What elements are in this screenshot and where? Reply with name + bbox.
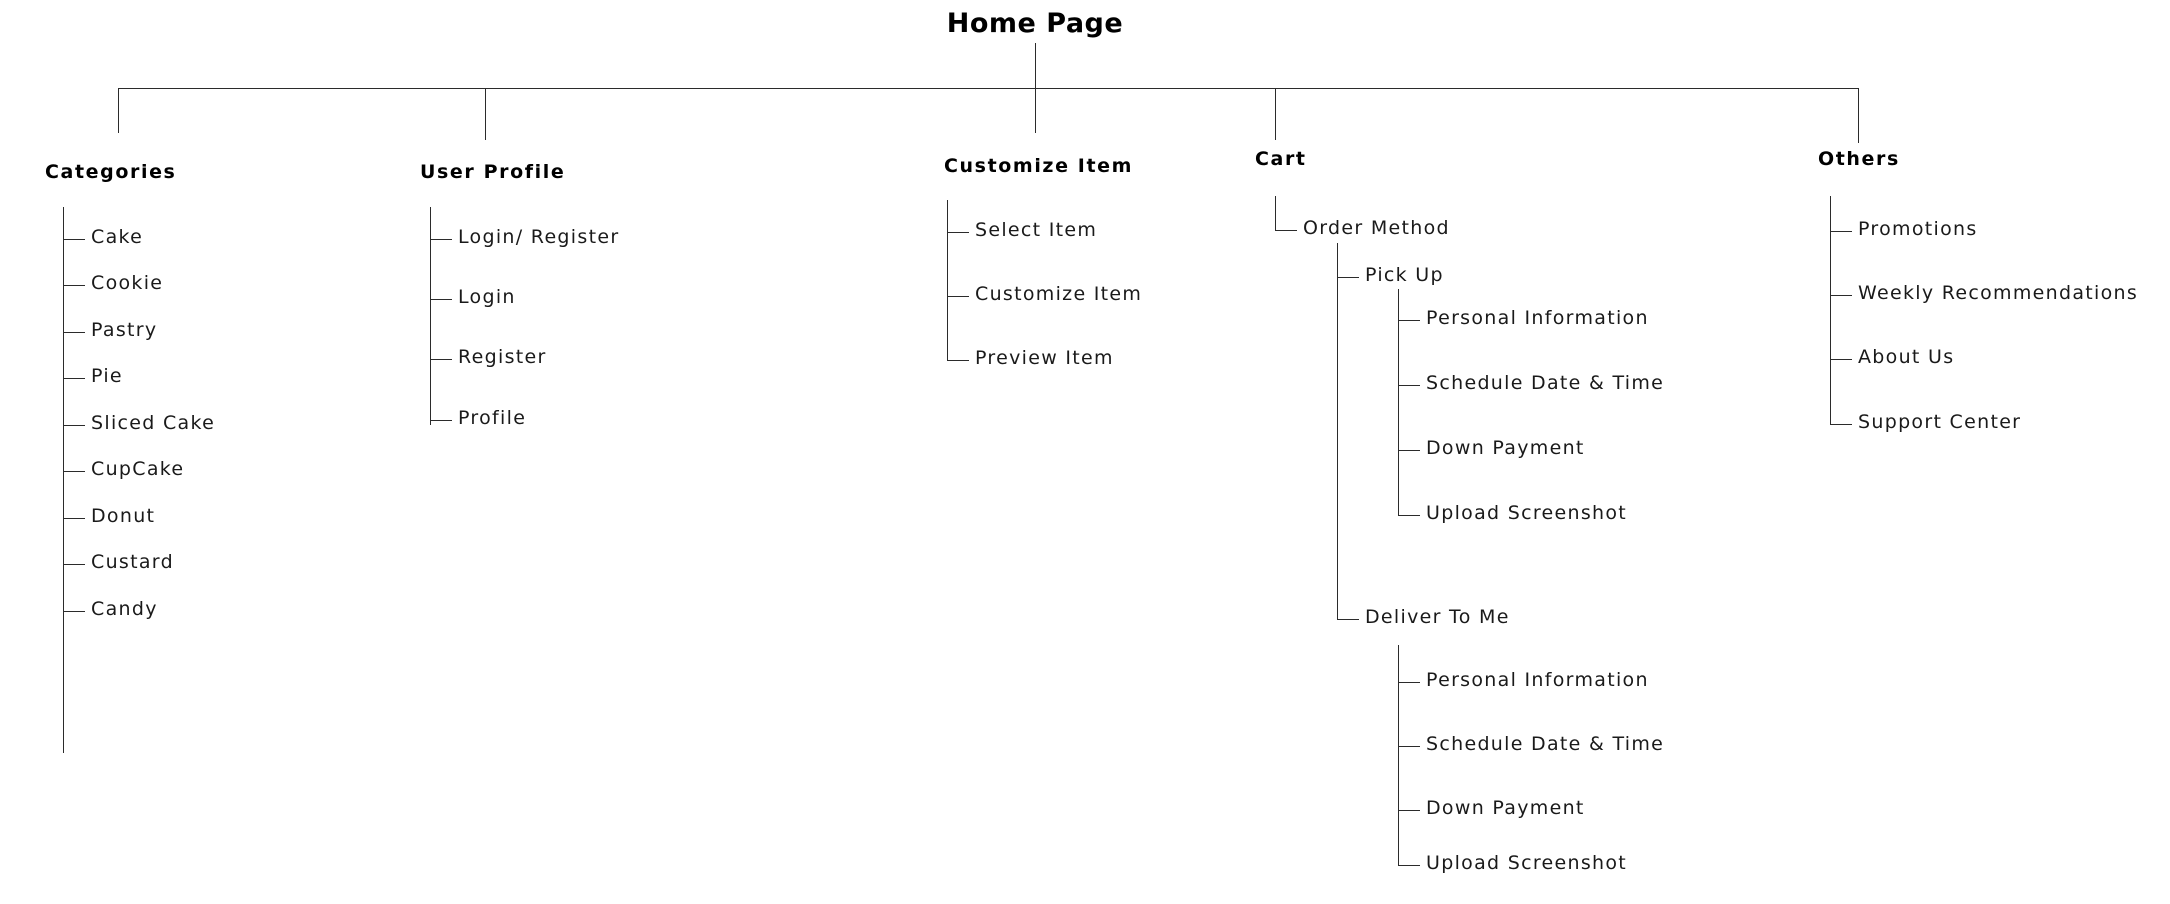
connector-tick — [63, 239, 85, 240]
drop-to-customize-item — [1035, 88, 1036, 133]
connector-tick — [1398, 810, 1420, 811]
column-heading-others: Others — [1818, 148, 1900, 170]
connector-tick — [63, 332, 85, 333]
node-label: Weekly Recommendations — [1858, 282, 2139, 304]
column-heading-categories: Categories — [45, 161, 177, 183]
branch-stem-categories — [63, 207, 64, 753]
connector-tick — [1398, 682, 1420, 683]
branch-stem-deliver-to-me — [1398, 645, 1399, 865]
root-node-title: Home Page — [946, 8, 1124, 39]
connector-tick — [63, 611, 85, 612]
branch-stem-customize-item — [947, 200, 948, 361]
node-label: Upload Screenshot — [1426, 852, 1628, 874]
column-heading-cart: Cart — [1255, 148, 1307, 170]
node-label: Sliced Cake — [91, 412, 216, 434]
connector-tick — [947, 360, 969, 361]
node-label: Order Method — [1303, 217, 1450, 239]
connector-tick — [1398, 320, 1420, 321]
connector-tick — [1337, 277, 1359, 278]
branch-stem-order-method — [1337, 243, 1338, 619]
connector-tick — [63, 378, 85, 379]
node-label: Profile — [458, 407, 527, 429]
branch-stem-user-profile — [430, 207, 431, 425]
node-label: Login/ Register — [458, 226, 620, 248]
connector-tick — [63, 518, 85, 519]
node-label: Schedule Date & Time — [1426, 372, 1665, 394]
connector-tick — [947, 232, 969, 233]
node-label: Customize Item — [975, 283, 1143, 305]
drop-to-others — [1858, 88, 1859, 143]
connector-tick — [1830, 424, 1852, 425]
connector-tick — [430, 299, 452, 300]
column-heading-customize-item: Customize Item — [944, 155, 1134, 177]
node-label: Pie — [91, 365, 123, 387]
column-heading-user-profile: User Profile — [420, 161, 566, 183]
connector-tick — [1830, 295, 1852, 296]
connector-tick — [430, 420, 452, 421]
connector-tick — [1398, 746, 1420, 747]
node-label: Promotions — [1858, 218, 1978, 240]
connector-tick — [1398, 865, 1420, 866]
connector-tick — [63, 471, 85, 472]
root-bus-line — [118, 88, 1858, 89]
connector-tick — [947, 296, 969, 297]
connector-tick — [63, 564, 85, 565]
node-label: Cake — [91, 226, 144, 248]
drop-to-user-profile — [485, 88, 486, 140]
node-label: Down Payment — [1426, 797, 1585, 819]
node-label: Register — [458, 346, 547, 368]
node-label: Deliver To Me — [1365, 606, 1510, 628]
connector-tick — [430, 239, 452, 240]
node-label: Schedule Date & Time — [1426, 733, 1665, 755]
connector-tick — [1398, 515, 1420, 516]
root-stem — [1035, 43, 1036, 88]
node-label: Candy — [91, 598, 158, 620]
drop-to-categories — [118, 88, 119, 133]
branch-stem-others — [1830, 196, 1831, 424]
node-label: Personal Information — [1426, 669, 1649, 691]
node-label: Donut — [91, 505, 156, 527]
branch-stem-cart — [1275, 196, 1276, 230]
connector-tick — [1398, 450, 1420, 451]
connector-tick — [63, 285, 85, 286]
node-label: Upload Screenshot — [1426, 502, 1628, 524]
node-label: Support Center — [1858, 411, 2022, 433]
connector-tick — [1830, 231, 1852, 232]
node-label: About Us — [1858, 346, 1955, 368]
node-label: Pick Up — [1365, 264, 1444, 286]
node-label: CupCake — [91, 458, 185, 480]
node-label: Personal Information — [1426, 307, 1649, 329]
node-label: Login — [458, 286, 516, 308]
branch-stem-pick-up — [1398, 289, 1399, 515]
connector-tick — [1398, 385, 1420, 386]
connector-tick — [1275, 230, 1297, 231]
connector-tick — [1830, 359, 1852, 360]
node-label: Down Payment — [1426, 437, 1585, 459]
connector-tick — [430, 359, 452, 360]
connector-tick — [63, 425, 85, 426]
node-label: Pastry — [91, 319, 158, 341]
node-label: Cookie — [91, 272, 164, 294]
drop-to-cart — [1275, 88, 1276, 140]
node-label: Preview Item — [975, 347, 1114, 369]
node-label: Select Item — [975, 219, 1098, 241]
connector-tick — [1337, 619, 1359, 620]
node-label: Custard — [91, 551, 174, 573]
